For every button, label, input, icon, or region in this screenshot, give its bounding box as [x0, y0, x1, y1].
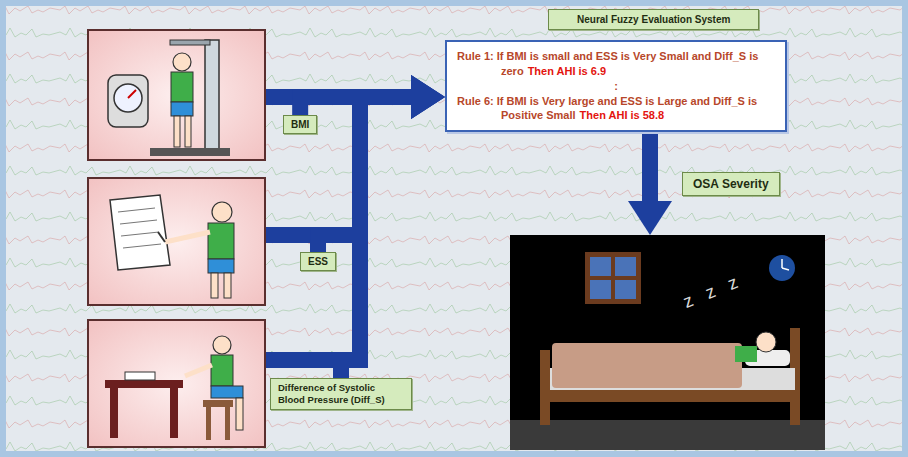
sleep-scene-part: [769, 255, 795, 281]
sitting-panel-part: [170, 388, 178, 438]
sleep-scene-part: [510, 420, 825, 450]
sleep-scene-part: [510, 235, 825, 450]
weighing-panel-part: [174, 116, 180, 147]
sleep-scene-part: [781, 259, 783, 268]
questionnaire-panel-part: [224, 273, 231, 298]
sleep-scene-part: [590, 280, 611, 299]
questionnaire-panel-part: [118, 208, 155, 212]
questionnaire-panel: [88, 178, 265, 305]
questionnaire-panel-part: [208, 259, 234, 273]
sleep-scene-part: [540, 388, 800, 402]
rule-text: :: [614, 80, 618, 92]
weighing-panel-part: [170, 40, 210, 45]
questionnaire-panel-part: [165, 232, 210, 242]
sleep-scene: [510, 235, 825, 450]
sitting-panel-part: [110, 388, 118, 438]
weighing-panel-part: [185, 116, 191, 147]
edge-label: OSA Severity: [682, 172, 780, 196]
text-line: Neural Fuzzy Evaluation System: [577, 14, 730, 25]
text-line: Difference of Systolic Blood Pressure (D…: [278, 382, 404, 406]
input-label: ESS: [300, 252, 336, 271]
sitting-panel-part: [225, 407, 230, 440]
sitting-panel-part: [236, 398, 243, 430]
rule-text: Then AHI is 6.9: [528, 65, 606, 77]
sitting-panel-part: [211, 386, 243, 398]
text-line: :: [457, 79, 775, 94]
sleep-scene-part: [782, 268, 789, 270]
snore-text: z z z: [680, 270, 745, 312]
input-label: Difference of Systolic Blood Pressure (D…: [270, 378, 412, 410]
flow-arrow: [642, 132, 658, 201]
sleep-scene-part: [615, 280, 636, 299]
sitting-panel-part: [125, 372, 155, 380]
weighing-panel-part: [171, 102, 193, 116]
input-label: BMI: [283, 115, 317, 134]
weighing-panel-part: [173, 53, 191, 71]
input-name: BMI: [291, 119, 309, 130]
input-name: ESS: [308, 256, 328, 267]
sitting-panel-part: [185, 365, 212, 376]
sleep-scene-part: [756, 332, 776, 352]
questionnaire-panel-part: [88, 178, 265, 305]
sleep-scene-box: z z z: [510, 235, 825, 450]
system-name: Neural Fuzzy Evaluation System: [577, 14, 730, 25]
sitting-panel-part: [203, 400, 233, 407]
weighing-panel-part: [205, 40, 219, 150]
questionnaire-panel-part: [211, 273, 218, 298]
questionnaire-panel-part: [212, 202, 232, 222]
sitting-panel-part: [206, 407, 211, 440]
text-line: ESS: [308, 256, 328, 267]
questionnaire-panel-part: [110, 195, 170, 270]
sleep-scene-part: [615, 257, 636, 276]
sleep-scene-part: [590, 257, 611, 276]
sitting-panel-part: [211, 355, 233, 386]
text-line: Rule 1: If BMI is small and ESS is Very …: [457, 49, 775, 79]
text-line: z z z: [680, 270, 745, 313]
rule-text: Then AHI is 58.8: [580, 109, 665, 121]
questionnaire-panel-part: [120, 220, 157, 224]
sleep-scene-part: [735, 346, 757, 362]
rule-box: Rule 1: If BMI is small and ESS is Very …: [445, 40, 787, 132]
questionnaire-panel-part: [158, 232, 165, 242]
sitting-panel-part: [88, 320, 265, 447]
sleep-scene-part: [552, 343, 742, 388]
sitting-panel: [88, 320, 265, 447]
text-line: BMI: [291, 119, 309, 130]
sitting-panel-part: [105, 380, 183, 388]
questionnaire-panel-part: [121, 232, 159, 236]
questionnaire-panel-part: [123, 244, 161, 248]
background-part: [3, 3, 905, 454]
text-line: Rule 6: If BMI is Very large and ESS is …: [457, 94, 775, 124]
weighing-panel-part: [114, 84, 142, 112]
questionnaire-panel-part: [208, 223, 234, 259]
weighing-panel-part: [108, 75, 148, 127]
flow-arrow: [341, 97, 411, 378]
weighing-panel-part: [88, 30, 265, 160]
system-label: Neural Fuzzy Evaluation System: [548, 9, 759, 30]
weighing-panel: [88, 30, 265, 160]
input-name: Difference of Systolic Blood Pressure (D…: [278, 382, 385, 405]
weighing-panel-part: [171, 72, 193, 102]
sleep-scene-part: [540, 350, 550, 425]
sitting-panel-part: [213, 336, 231, 354]
weighing-panel-part: [150, 148, 230, 156]
sleep-scene-part: [585, 252, 641, 304]
weighing-panel-part: [128, 90, 136, 98]
rule-text: Rule 1: If BMI is small and ESS is Very …: [457, 50, 758, 77]
